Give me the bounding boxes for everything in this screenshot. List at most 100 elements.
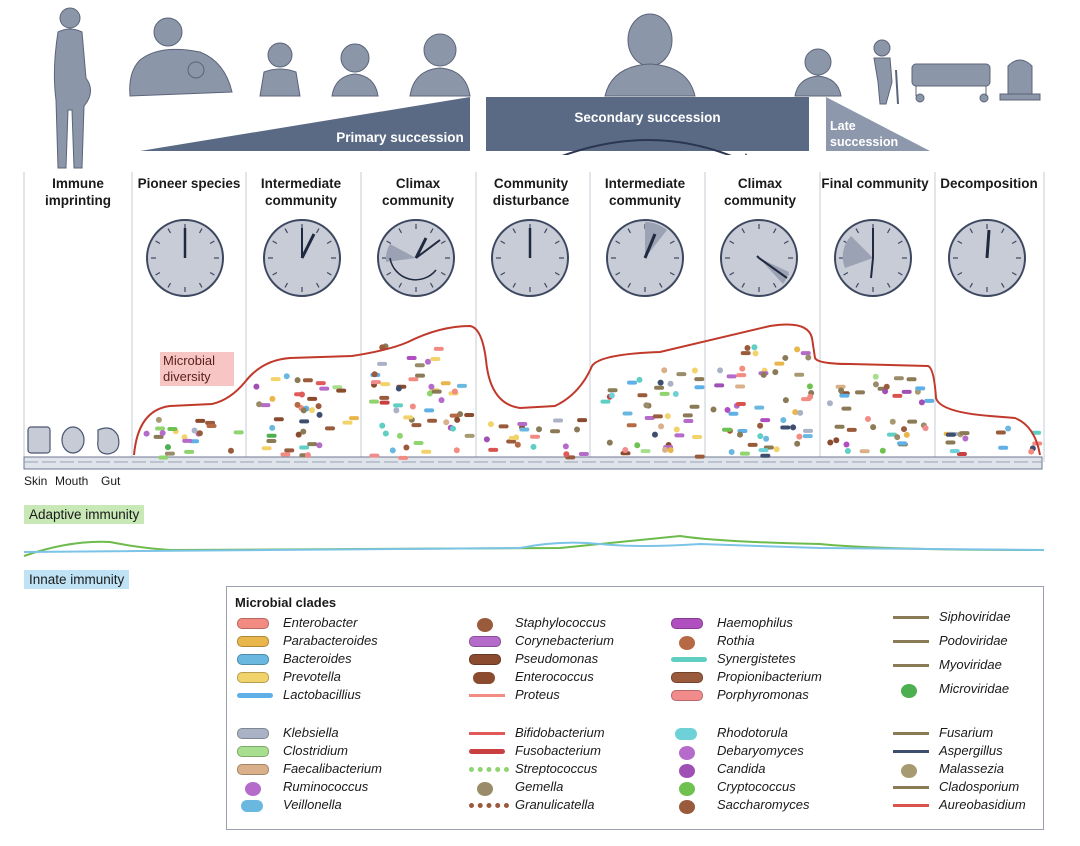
- prevotella-icon: [237, 672, 269, 683]
- microbe-icon: [449, 425, 456, 432]
- microbe-icon: [377, 361, 388, 366]
- legend-label: Rothia: [717, 633, 755, 648]
- microbe-icon: [894, 434, 901, 441]
- legend-label: Enterococcus: [515, 669, 594, 684]
- microbe-icon: [918, 399, 925, 406]
- aspergillus-icon: [893, 750, 929, 753]
- microbe-icon: [622, 447, 629, 454]
- microbe-icon: [431, 389, 442, 394]
- legend-label: Lactobacillius: [283, 687, 362, 702]
- microbe-icon: [606, 439, 613, 446]
- microbe-icon: [332, 385, 343, 390]
- microbe-icon: [794, 372, 805, 377]
- microbe-icon: [155, 416, 162, 423]
- microbe-icon: [408, 377, 419, 382]
- legend-label: Bacteroides: [283, 651, 352, 666]
- microbe-icon: [371, 371, 378, 378]
- legend-label: Ruminococcus: [283, 779, 369, 794]
- rothia-icon: [679, 636, 695, 650]
- legend-label: Staphylococcus: [515, 615, 607, 630]
- microbe-icon: [772, 369, 779, 376]
- site-label-mouth: Mouth: [55, 474, 89, 488]
- microbe-icon: [438, 397, 445, 404]
- microbe-icon: [498, 424, 509, 429]
- legend-label: Cryptococcus: [717, 779, 796, 794]
- pregnant-figure-icon: [53, 7, 91, 169]
- baby-icon: [259, 42, 301, 97]
- microbe-icon: [714, 383, 725, 388]
- microbe-icon: [483, 436, 490, 443]
- clock-icon: [377, 219, 455, 297]
- microbe-icon: [449, 413, 460, 418]
- microbe-icon: [922, 425, 929, 432]
- older-adult-icon: [794, 48, 842, 97]
- microbe-icon: [316, 411, 323, 418]
- microbe-icon: [414, 363, 425, 368]
- microbe-icon: [644, 416, 655, 421]
- microbe-icon: [763, 435, 770, 442]
- microbe-icon: [883, 383, 890, 390]
- microbe-icon: [379, 400, 390, 405]
- column-title: Decomposition: [940, 176, 1038, 191]
- microbe-icon: [454, 416, 461, 423]
- microbe-icon: [426, 390, 433, 397]
- microbe-icon: [164, 444, 171, 451]
- microbe-icon: [710, 406, 717, 413]
- microbe-icon: [897, 441, 908, 446]
- microbe-icon: [807, 393, 814, 400]
- microbe-icon: [266, 433, 277, 438]
- microbe-icon: [530, 443, 537, 450]
- microbe-icon: [409, 403, 416, 410]
- legend-label: Haemophilus: [717, 615, 793, 630]
- microbe-icon: [758, 448, 769, 453]
- veillonella-icon: [241, 800, 263, 812]
- microbe-icon: [304, 452, 311, 459]
- clock-icon: [606, 219, 684, 297]
- microbe-icon: [421, 449, 432, 454]
- legend-label: Synergistetes: [717, 651, 796, 666]
- clock-icon: [948, 219, 1026, 297]
- microbe-icon: [722, 427, 733, 432]
- microbe-icon: [299, 445, 310, 450]
- microbe-icon: [342, 420, 353, 425]
- microbe-icon: [800, 351, 811, 356]
- legend-label: Clostridium: [283, 743, 349, 758]
- microbe-icon: [659, 391, 670, 396]
- elderly-walker-icon: [873, 39, 899, 105]
- adolescent-icon: [409, 33, 471, 97]
- streptococcus-icon: [469, 767, 509, 772]
- legend-label: Cladosporium: [939, 779, 1020, 794]
- microbe-icon: [792, 409, 799, 416]
- microbe-icon: [415, 373, 426, 378]
- microbe-icon: [380, 382, 391, 387]
- microbe-icon: [513, 434, 520, 441]
- microbe-icon: [300, 428, 307, 435]
- adult-icon: [604, 13, 696, 97]
- bacteroides-icon: [237, 654, 269, 665]
- microbe-icon: [803, 428, 814, 433]
- microbe-icon: [451, 388, 458, 395]
- microbe-icon: [443, 419, 450, 426]
- gravestone-icon: [999, 59, 1041, 101]
- microbe-icon: [794, 346, 801, 353]
- microbe-icon: [464, 433, 475, 438]
- microbe-icon: [654, 385, 665, 390]
- microbe-icon: [315, 403, 322, 410]
- microbe-icon: [739, 365, 746, 372]
- microbe-icon: [694, 377, 705, 382]
- microbe-icon: [757, 422, 764, 429]
- microbe-icon: [747, 442, 758, 447]
- microbe-icon: [682, 413, 693, 418]
- microbe-icon: [674, 433, 685, 438]
- microbe-icon: [519, 427, 530, 432]
- microbe-icon: [907, 419, 918, 424]
- clocks: [146, 219, 1026, 297]
- microbe-icon: [651, 431, 658, 438]
- microbe-icon: [294, 392, 305, 397]
- microbe-icon: [886, 432, 897, 437]
- succession-bands: [140, 97, 930, 155]
- myoviridae-icon: [893, 664, 929, 667]
- column-title: Climax community: [723, 176, 796, 208]
